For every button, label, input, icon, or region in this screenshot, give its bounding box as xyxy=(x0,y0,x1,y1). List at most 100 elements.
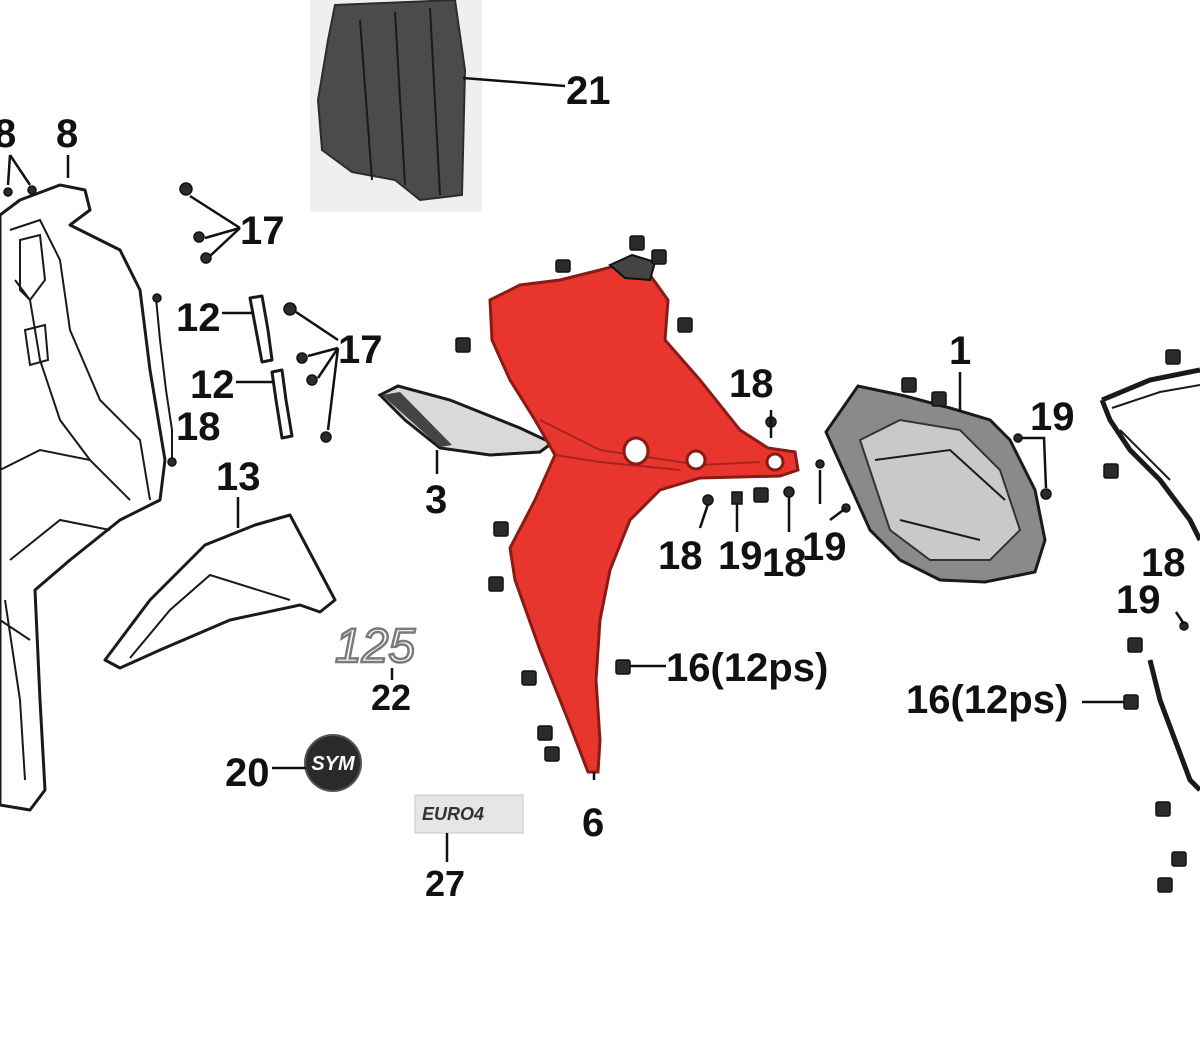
leader-19-headlight xyxy=(1022,436,1048,489)
bracket-12-lower xyxy=(270,368,294,440)
right-panel-outline xyxy=(1099,367,1200,792)
clip-16-5 xyxy=(455,337,471,353)
clip-16-1 xyxy=(555,259,571,273)
label-18-bottom-left: 18 xyxy=(658,534,703,578)
part-6-hole-1 xyxy=(622,436,650,466)
clip-right-3 xyxy=(1127,637,1143,653)
clip-right-5 xyxy=(1155,801,1171,817)
clip-16-10 xyxy=(544,746,560,762)
label-27: 27 xyxy=(425,863,465,904)
screw-19-headlight-a xyxy=(1013,433,1023,443)
label-1: 1 xyxy=(949,329,971,373)
screw-8b xyxy=(27,185,37,195)
part-21-ribs xyxy=(359,7,441,196)
label-19-bottom-right: 19 xyxy=(802,525,847,569)
brackets-12 xyxy=(222,294,294,440)
clip-right-7 xyxy=(1157,877,1173,893)
screw-19-right xyxy=(815,459,825,469)
label-18-right: 18 xyxy=(1141,541,1186,585)
clip-right-6 xyxy=(1171,851,1187,867)
part-6-top-mount xyxy=(608,253,657,282)
fasteners-18-19-center xyxy=(698,410,851,532)
label-17-top: 17 xyxy=(240,209,285,253)
screw-17-6 xyxy=(306,374,318,386)
part-8-inner-lines xyxy=(0,218,151,781)
part-6-hole-2 xyxy=(685,449,707,471)
part-6-side-cover xyxy=(488,253,800,774)
part-8-left-panel xyxy=(0,183,167,812)
part-21-photo xyxy=(310,0,482,212)
leader-21 xyxy=(462,76,566,88)
leader-19-far xyxy=(829,507,847,521)
screw-17-1 xyxy=(179,182,193,196)
label-19-bottom: 19 xyxy=(718,534,763,578)
euro4-badge-text: EURO4 xyxy=(422,804,484,824)
part-3-edge xyxy=(382,392,452,447)
bracket-12-upper xyxy=(248,294,274,364)
label-8-left: 8 xyxy=(0,112,16,156)
clip-right-2 xyxy=(1103,463,1119,479)
part-6-shape xyxy=(488,260,800,774)
part-13-inner xyxy=(129,573,291,659)
leader-17b xyxy=(295,310,340,431)
label-21: 21 xyxy=(566,69,611,113)
clip-16-2 xyxy=(629,235,645,251)
part-21-shape xyxy=(316,0,467,202)
label-16-right: 16(12ps) xyxy=(906,678,1068,722)
screw-17-7 xyxy=(320,431,332,443)
sym-badge xyxy=(304,734,362,792)
clip-16-9 xyxy=(537,725,553,741)
screw-19-headlight-b xyxy=(1040,488,1052,500)
screw-17-3 xyxy=(200,252,212,264)
label-16-left: 16(12ps) xyxy=(666,646,828,690)
label-19-right: 19 xyxy=(1116,578,1161,622)
label-18-center: 18 xyxy=(729,362,774,406)
clip-16-8 xyxy=(521,670,537,686)
label-3: 3 xyxy=(425,478,447,522)
clip-1-b xyxy=(931,391,947,407)
leader-19-right-panel xyxy=(1174,611,1186,625)
sym-badge-text: SYM xyxy=(311,753,356,775)
label-12-lower: 12 xyxy=(190,363,235,407)
clip-right-4 xyxy=(1123,694,1139,710)
label-17-mid: 17 xyxy=(338,328,383,372)
right-panel-inner xyxy=(1111,384,1200,481)
right-panel xyxy=(1099,349,1200,893)
clip-18-lower xyxy=(753,487,769,503)
screw-18-left xyxy=(167,457,177,467)
label-22: 22 xyxy=(371,677,411,718)
cable-18-left xyxy=(155,297,173,460)
clip-1-a xyxy=(901,377,917,393)
clip-right-1 xyxy=(1165,349,1181,365)
part-1-details xyxy=(874,448,1006,541)
clip-16-6 xyxy=(493,521,509,537)
label-13: 13 xyxy=(216,455,261,499)
part-1-headlight xyxy=(824,372,1047,584)
label-18-left: 18 xyxy=(176,405,221,449)
part-13-outline xyxy=(103,513,337,670)
leader-18-mid xyxy=(698,503,710,529)
screw-19-mid xyxy=(731,491,743,505)
label-12-upper: 12 xyxy=(176,296,221,340)
part-8-outline xyxy=(0,183,167,812)
clip-16-3 xyxy=(651,249,667,265)
part-1-lens xyxy=(858,418,1022,561)
emblem-125: 125 xyxy=(335,620,415,673)
part-13-cover xyxy=(103,497,337,670)
screws-17-top xyxy=(179,182,241,264)
clips-16-left xyxy=(455,235,693,762)
screw-8a xyxy=(3,187,13,197)
clip-16-11 xyxy=(615,659,631,675)
euro4-badge xyxy=(414,794,524,834)
screw-17-4 xyxy=(283,302,297,316)
screws-17-mid xyxy=(283,302,340,443)
label-6: 6 xyxy=(582,801,604,845)
part-3-lens xyxy=(377,384,555,457)
part-6-hole-3 xyxy=(765,452,785,472)
screw-17-5 xyxy=(296,352,308,364)
screw-18-lower xyxy=(783,486,795,498)
part-8-slots xyxy=(19,233,50,367)
screw-18-mid xyxy=(702,494,714,506)
label-8: 8 xyxy=(56,112,78,156)
